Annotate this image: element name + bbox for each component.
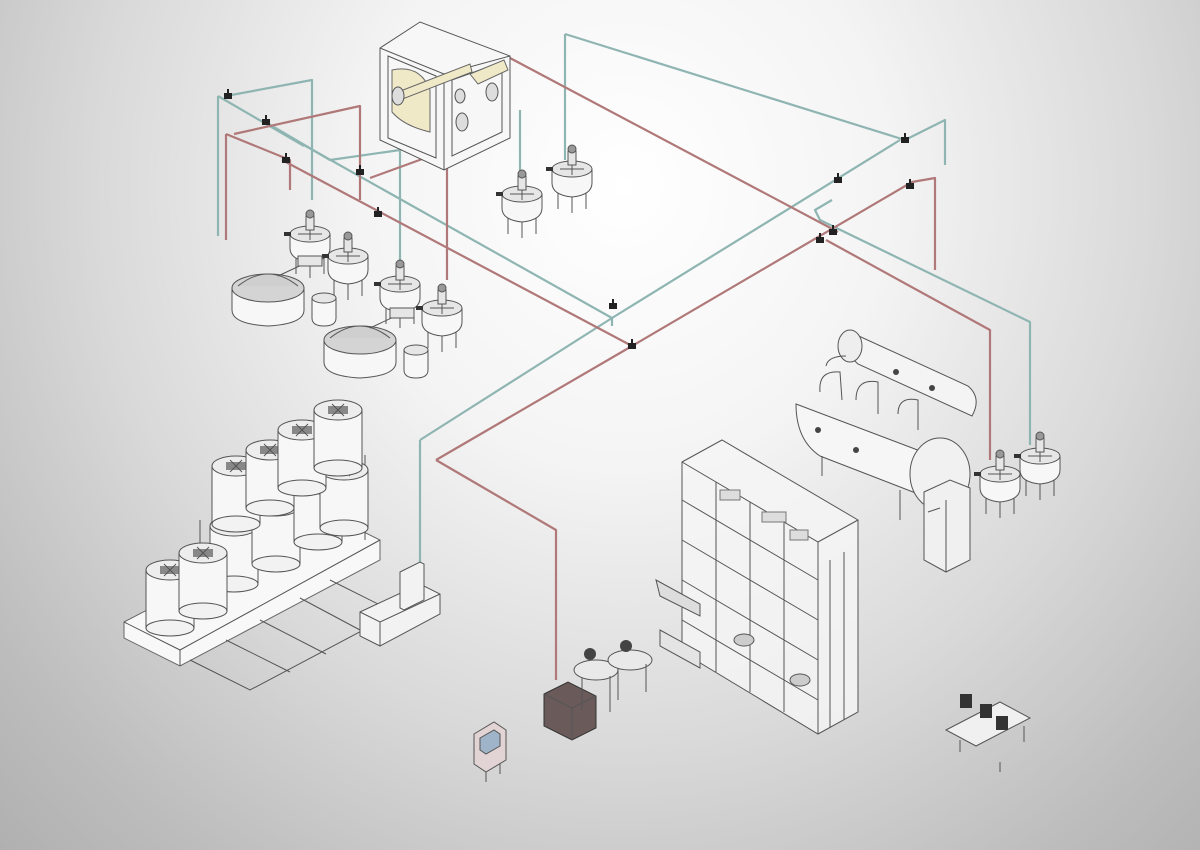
automated-warehouse (655, 439, 859, 735)
pipe-network-cool (216, 32, 1032, 568)
mixing-tanks-center (495, 144, 593, 239)
boiler (795, 329, 1061, 573)
computer-workstation (944, 694, 1032, 772)
dosing-unit (543, 640, 653, 741)
storage-silos (123, 399, 441, 691)
coating-machine (379, 21, 511, 171)
operator-terminal (473, 721, 507, 782)
